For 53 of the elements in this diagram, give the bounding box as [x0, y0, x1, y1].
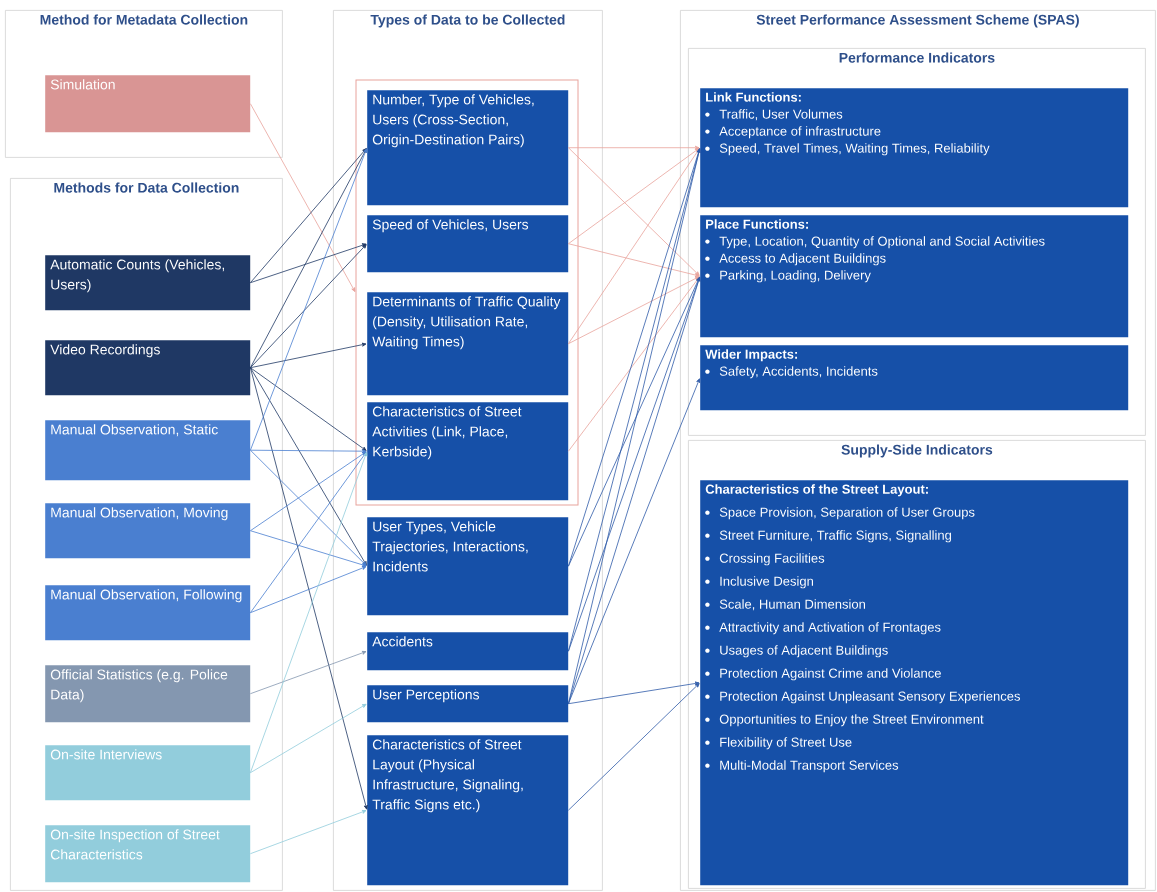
- arrow: [250, 530, 367, 567]
- data-type-box: User Perceptions: [367, 685, 569, 723]
- group-frame: [355, 79, 579, 506]
- arrow: [250, 449, 367, 454]
- data-type-box: Speed of Vehicles, Users: [367, 215, 569, 273]
- arrow: [568, 378, 701, 705]
- arrow: [250, 367, 368, 810]
- arrow: [250, 148, 367, 284]
- arrow: [250, 367, 367, 451]
- indicator-box: Wider Impacts: Safety, Accidents, Incidents: [700, 345, 1129, 411]
- arrow: [568, 145, 700, 150]
- data-type-box: Characteristics of Street Layout (Physical Infrastructure, Signaling, Traffic Signs etc.): [367, 735, 569, 886]
- arrow: [250, 451, 367, 532]
- arrow: [250, 566, 367, 614]
- method-box: Manual Observation, Moving: [45, 503, 251, 559]
- arrow: [568, 681, 700, 705]
- arrow: [568, 147, 700, 276]
- method-box: Manual Observation, Following: [45, 585, 251, 641]
- arrow: [250, 148, 367, 369]
- data-type-box: Number, Type of Vehicles, Users (Cross-Section, Origin-Destination Pairs): [367, 90, 569, 206]
- data-type-box: Characteristics of Street Activities (Link, Place, Kerbside): [367, 402, 569, 501]
- data-type-box: User Types, Vehicle Trajectories, Interactions, Incidents: [367, 517, 569, 616]
- arrow: [250, 103, 356, 292]
- arrow: [250, 244, 367, 369]
- method-box: On-site Interviews: [45, 745, 251, 801]
- data-type-box: Accidents: [367, 632, 569, 671]
- arrow: [568, 243, 700, 277]
- arrow: [568, 276, 700, 567]
- arrow: [568, 147, 700, 245]
- arrow: [250, 148, 368, 451]
- method-box: Manual Observation, Static: [45, 420, 251, 481]
- arrow: [568, 683, 700, 811]
- method-box: On-site Inspection of Street Characteristics: [45, 825, 251, 883]
- method-box: Simulation: [45, 75, 251, 133]
- arrow: [250, 243, 367, 284]
- arrow: [250, 449, 367, 566]
- indicator-box: Characteristics of the Street Layout: Space Provision, Separation of User Groups Street Furniture, Traffic Signs, Signalling Crossing Facilities Inclusive Design Scale, Human Dimension Attractivity and Activation of Frontages Usages of Adjacent Buildings Protection Against Crime and Violance Protection Against Unpleasant Sensory Experiences Opportunities to Enjoy the Street Environment Flexibility of Street Use Multi-Modal Transport Services: [700, 480, 1129, 886]
- method-box: Official Statistics (e.g. Police Data): [45, 665, 251, 723]
- arrow: [250, 650, 367, 695]
- method-box: Automatic Counts (Vehicles, Users): [45, 255, 251, 311]
- method-box: Video Recordings: [45, 340, 251, 396]
- arrow: [568, 148, 700, 345]
- data-type-box: Determinants of Traffic Quality (Density, Utilisation Rate, Waiting Times): [367, 292, 569, 396]
- arrow: [250, 367, 367, 566]
- arrow: [568, 276, 700, 345]
- indicator-box: Link Functions: Traffic, User Volumes Acceptance of infrastructure Speed, Travel Times, Waiting Times, Reliability: [700, 88, 1129, 208]
- indicator-box: Place Functions: Type, Location, Quantity of Optional and Social Activities Access to Adjacent Buildings Parking, Loading, Delivery: [700, 215, 1129, 338]
- arrow: [250, 703, 367, 774]
- arrow: [250, 810, 367, 855]
- arrow: [250, 451, 367, 614]
- arrow: [250, 342, 367, 369]
- arrow: [250, 451, 368, 774]
- arrow: [568, 276, 700, 452]
